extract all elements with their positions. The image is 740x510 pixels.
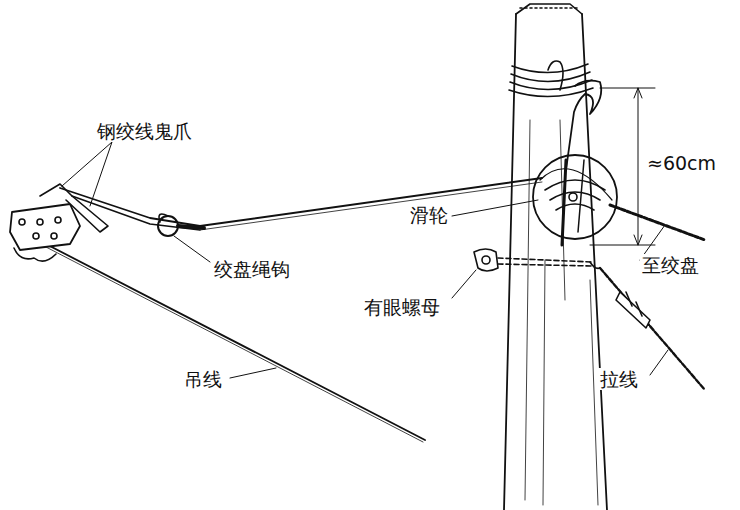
- claw-label: 钢绞线鬼爪: [95, 120, 194, 142]
- dimension-label: ≈60cm: [645, 152, 718, 174]
- pulley-label: 滑轮: [408, 204, 450, 226]
- guy-label: 拉线: [598, 368, 640, 390]
- winch-label: 至绞盘: [640, 254, 701, 276]
- wire-label: 吊线: [182, 368, 224, 390]
- nut-label: 有眼螺母: [362, 296, 442, 318]
- hook-label: 绞盘绳钩: [212, 258, 292, 280]
